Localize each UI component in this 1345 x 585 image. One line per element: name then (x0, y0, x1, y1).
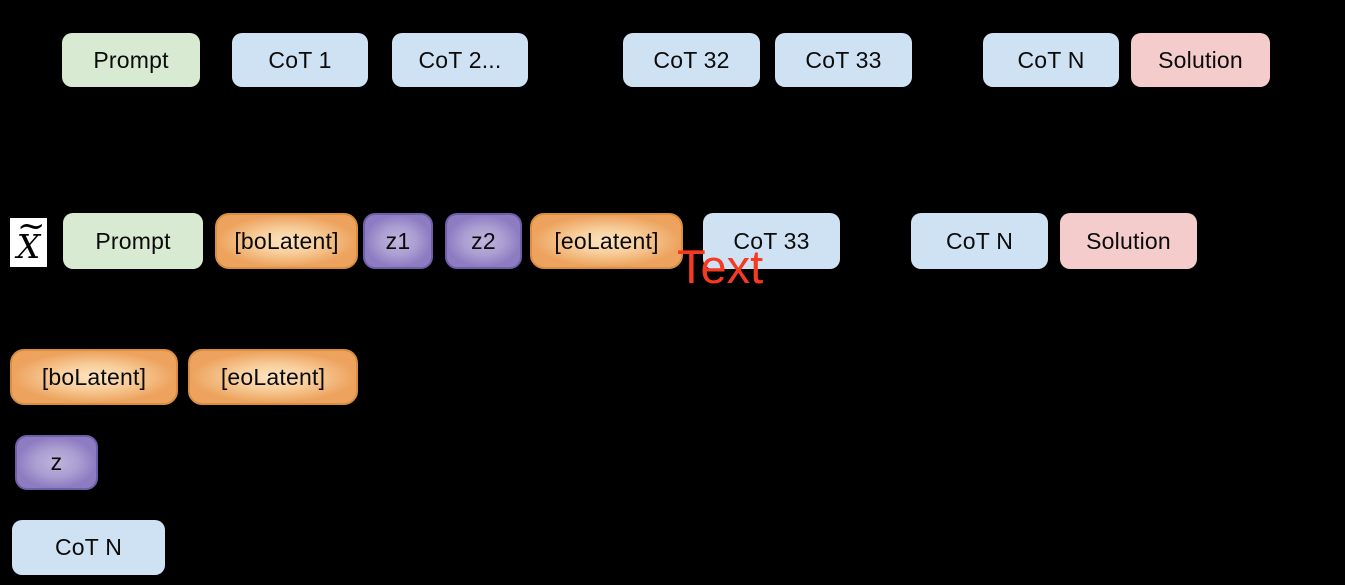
token-cot-2: CoT 2... (392, 33, 528, 87)
token-cot-33: CoT 33 (775, 33, 912, 87)
token-cot-32: CoT 32 (623, 33, 760, 87)
token-cot-n: CoT N (911, 213, 1048, 269)
token-prompt: Prompt (63, 213, 203, 269)
x-tilde-label: ~ X (10, 206, 47, 267)
token-eolatent: [eoLatent] (188, 349, 358, 405)
token-cot-1: CoT 1 (232, 33, 368, 87)
token-solution: Solution (1060, 213, 1197, 269)
x-tilde-base: X (16, 227, 41, 267)
tilde-accent: ~ (17, 206, 46, 246)
token-z1: z1 (363, 213, 433, 269)
token-cot-33: CoT 33 (703, 213, 840, 269)
token-bolatent: [boLatent] (215, 213, 358, 269)
token-solution: Solution (1131, 33, 1270, 87)
text-annotation: Text (677, 240, 764, 293)
token-z: z (15, 435, 98, 490)
token-eolatent: [eoLatent] (530, 213, 683, 269)
token-prompt: Prompt (62, 33, 200, 87)
token-z2: z2 (445, 213, 522, 269)
token-bolatent: [boLatent] (10, 349, 178, 405)
token-cot-n: CoT N (983, 33, 1119, 87)
token-cot-n: CoT N (12, 520, 165, 575)
